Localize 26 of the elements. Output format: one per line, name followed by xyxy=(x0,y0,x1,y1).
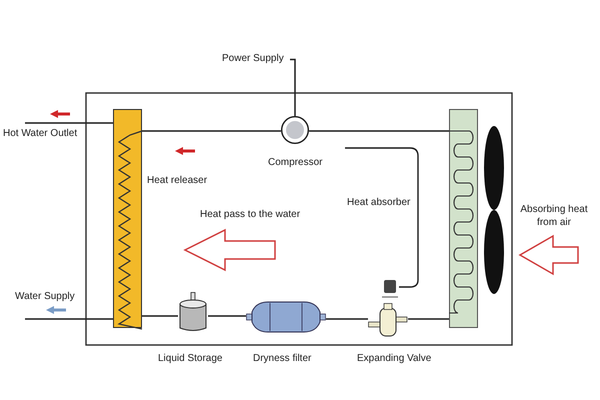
component-label: Liquid Storage xyxy=(158,352,222,365)
component-label: Hot Water Outlet xyxy=(3,127,78,140)
component-label: Heat absorber xyxy=(347,196,410,209)
pipe-line xyxy=(25,122,113,124)
component-label: Water Supply xyxy=(15,290,76,303)
compressor-symbol xyxy=(281,116,309,144)
pipe-line xyxy=(25,318,113,320)
liquid-storage-drawing xyxy=(178,292,208,332)
pipe-line xyxy=(408,318,449,320)
pipe-line xyxy=(208,315,246,317)
dryness-filter-drawing xyxy=(246,300,326,334)
heat-absorber-drawing xyxy=(449,109,478,328)
component-label: Expanding Valve xyxy=(357,352,432,365)
pipe-line xyxy=(290,58,296,116)
component-label: Compressor xyxy=(268,156,322,169)
pipe-line xyxy=(142,315,178,317)
component-label: Heat releaser xyxy=(147,174,208,187)
heat-releaser-drawing xyxy=(113,109,142,328)
component-label: Power Supply xyxy=(222,52,285,65)
component-label: Dryness filter xyxy=(253,352,312,365)
annotation-text: Heat pass to the water xyxy=(200,208,300,221)
pipe-line xyxy=(326,318,368,320)
annotation-text: Absorbing heat from air xyxy=(519,203,589,229)
pipe-line xyxy=(309,130,449,132)
pipe-line xyxy=(142,130,281,132)
expansion-valve-drawing xyxy=(368,303,408,339)
